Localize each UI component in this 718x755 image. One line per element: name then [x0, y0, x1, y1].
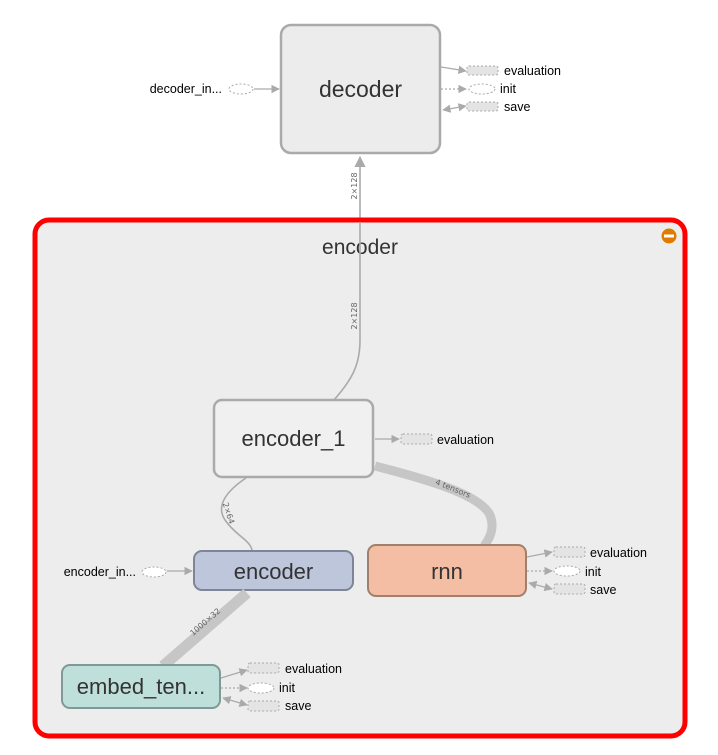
- embed-evaluation-edge: [220, 668, 248, 679]
- embed-init-aux-node[interactable]: [247, 682, 275, 694]
- embed-save-label: save: [285, 699, 311, 713]
- encoder-1-group: encoder_1 evaluation: [212, 398, 494, 479]
- embed-node[interactable]: [61, 664, 221, 709]
- decoder-save-aux-node[interactable]: [466, 101, 499, 112]
- rnn-evaluation-label: evaluation: [590, 546, 647, 560]
- rnn-save-label: save: [590, 583, 616, 597]
- encoder-1-node-label: encoder_1: [242, 426, 346, 451]
- embed-evaluation-aux-node[interactable]: [247, 662, 280, 674]
- decoder-node[interactable]: [279, 23, 442, 155]
- decoder-input-aux-node[interactable]: [228, 83, 254, 95]
- encoder-1-encoder-edge: [220, 477, 253, 551]
- rnn-init-aux-node[interactable]: [553, 565, 581, 577]
- rnn-node-label: rnn: [431, 559, 463, 584]
- embed-evaluation-label: evaluation: [285, 662, 342, 676]
- embed-group: embed_ten... evaluation init save: [61, 662, 342, 713]
- encoder-input-aux-node[interactable]: [141, 566, 167, 578]
- rnn-evaluation-edge: [526, 549, 553, 558]
- encoder-input-label: encoder_in...: [64, 565, 136, 579]
- encoder-1-node[interactable]: [212, 398, 375, 479]
- rnn-group: rnn evaluation init save: [367, 544, 647, 597]
- encoder-to-decoder-edge-label-outer: 2×128: [350, 172, 359, 199]
- embed-node-label: embed_ten...: [77, 674, 205, 699]
- encoder-1-evaluation-label: evaluation: [437, 433, 494, 447]
- embed-encoder-edge: [159, 588, 251, 671]
- rnn-init-label: init: [585, 565, 602, 579]
- encoder-to-decoder-edge-label-inner: 2×128: [350, 302, 359, 329]
- decoder-init-label: init: [500, 82, 517, 96]
- embed-save-edge: [222, 696, 248, 707]
- decoder-init-aux-node[interactable]: [468, 83, 496, 95]
- decoder-evaluation-edge: [440, 65, 467, 74]
- decoder-save-label: save: [504, 100, 530, 114]
- decoder-evaluation-aux-node[interactable]: [466, 65, 499, 76]
- encoder-inner-group: encoder_in... encoder: [64, 550, 354, 591]
- decoder-top-group: decoder_in... decoder evaluation init sa…: [150, 23, 561, 155]
- embed-save-aux-node[interactable]: [247, 700, 280, 712]
- encoder-1-evaluation-aux-node[interactable]: [400, 433, 433, 445]
- rnn-save-aux-node[interactable]: [553, 583, 586, 595]
- decoder-node-label: decoder: [319, 76, 402, 102]
- decoder-evaluation-label: evaluation: [504, 64, 561, 78]
- decoder-input-label: decoder_in...: [150, 82, 222, 96]
- encoder-1-to-decoder-edge-inner: [332, 222, 361, 402]
- rnn-evaluation-aux-node[interactable]: [553, 546, 586, 558]
- rnn-node[interactable]: [367, 544, 527, 597]
- encoder-node[interactable]: [193, 550, 354, 591]
- embed-init-label: init: [279, 681, 296, 695]
- decoder-save-edge: [442, 103, 467, 113]
- encoder-node-label: encoder: [234, 559, 314, 584]
- encoder-1-rnn-edge: [373, 461, 497, 549]
- collapse-minus-icon[interactable]: [661, 228, 677, 244]
- rnn-save-edge: [528, 580, 553, 592]
